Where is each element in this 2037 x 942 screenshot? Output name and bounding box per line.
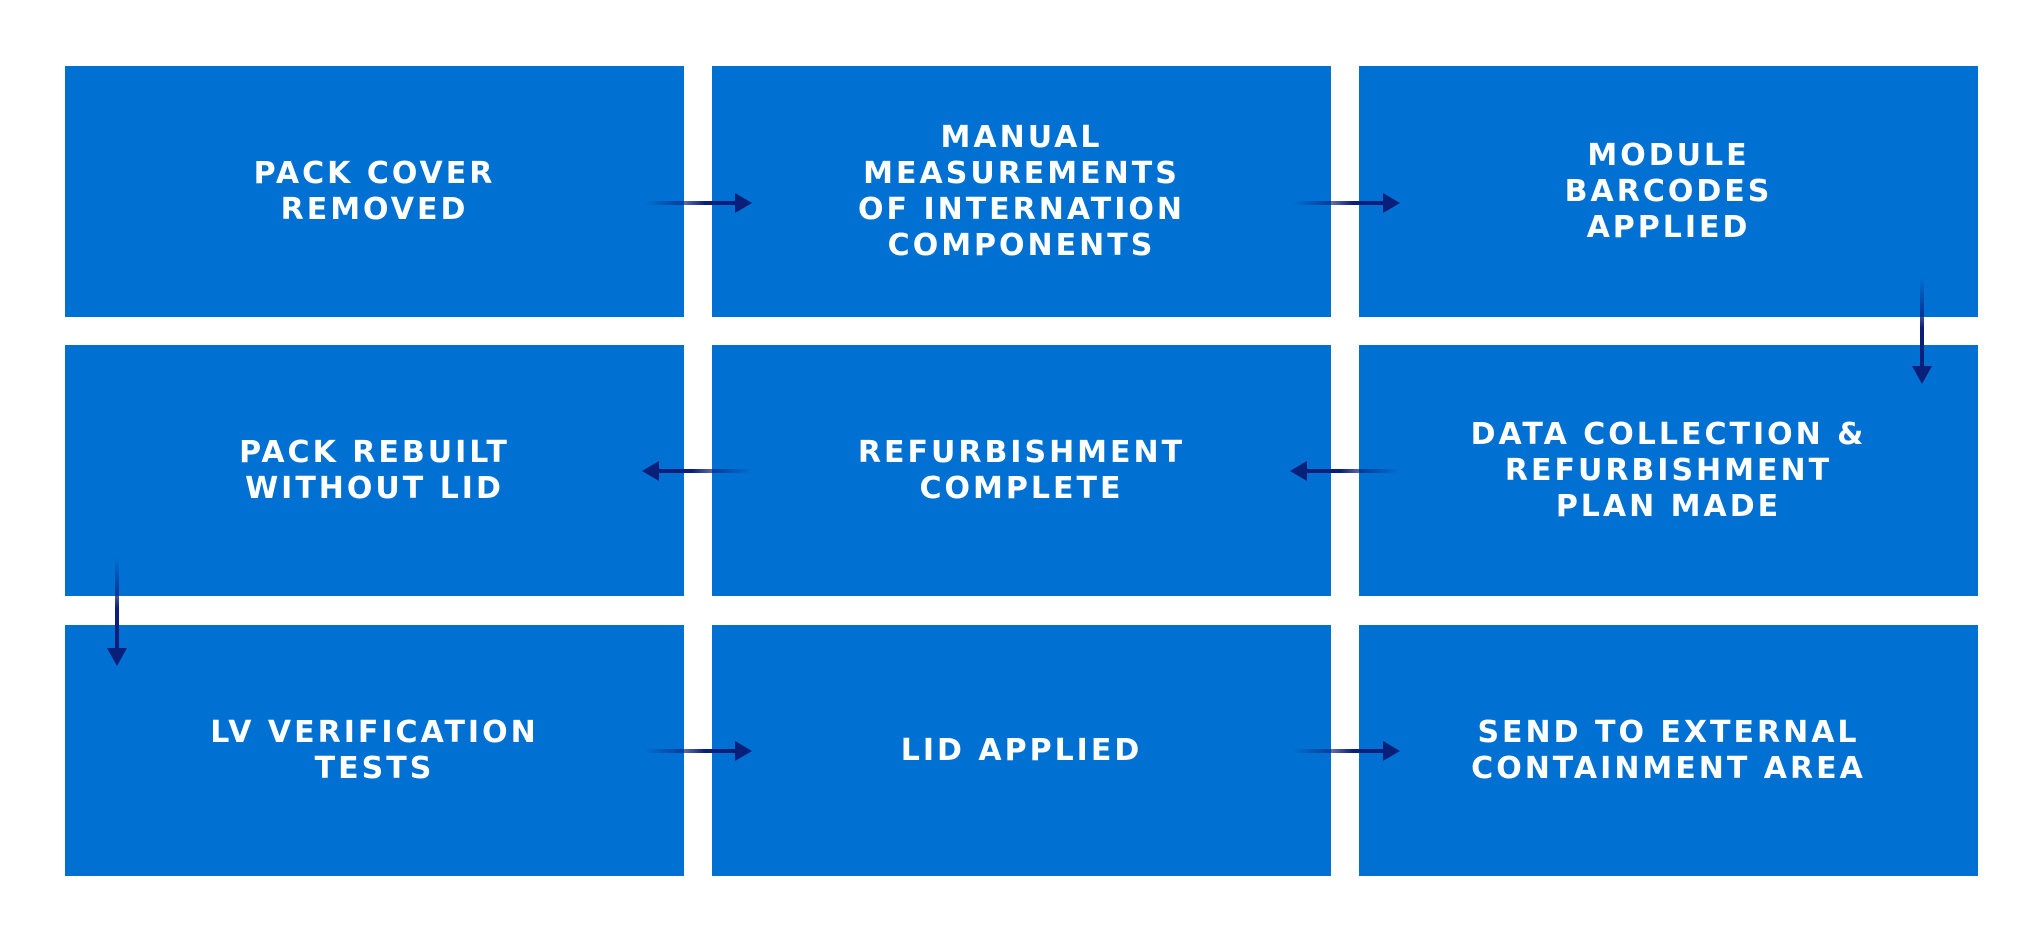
step-label: SEND TO EXTERNAL CONTAINMENT AREA [1471, 714, 1866, 786]
step-pack-rebuilt: PACK REBUILT WITHOUT LID [65, 345, 684, 596]
step-manual-measurements: MANUAL MEASUREMENTS OF INTERNATION COMPO… [712, 66, 1331, 317]
step-refurbishment-complete: REFURBISHMENT COMPLETE [712, 345, 1331, 596]
step-module-barcodes-applied: MODULE BARCODES APPLIED [1359, 66, 1978, 317]
step-label: LV VERIFICATION TESTS [210, 714, 539, 786]
step-label: PACK COVER REMOVED [253, 155, 496, 227]
step-lv-verification-tests: LV VERIFICATION TESTS [65, 625, 684, 876]
step-pack-cover-removed: PACK COVER REMOVED [65, 66, 684, 317]
step-label: LID APPLIED [900, 732, 1143, 768]
step-label: PACK REBUILT WITHOUT LID [239, 434, 510, 506]
step-data-collection: DATA COLLECTION & REFURBISHMENT PLAN MAD… [1359, 345, 1978, 596]
step-label: MODULE BARCODES APPLIED [1564, 137, 1773, 245]
step-label: MANUAL MEASUREMENTS OF INTERNATION COMPO… [858, 119, 1185, 263]
step-label: DATA COLLECTION & REFURBISHMENT PLAN MAD… [1470, 416, 1867, 524]
step-lid-applied: LID APPLIED [712, 625, 1331, 876]
step-send-to-external-containment: SEND TO EXTERNAL CONTAINMENT AREA [1359, 625, 1978, 876]
step-label: REFURBISHMENT COMPLETE [857, 434, 1186, 506]
